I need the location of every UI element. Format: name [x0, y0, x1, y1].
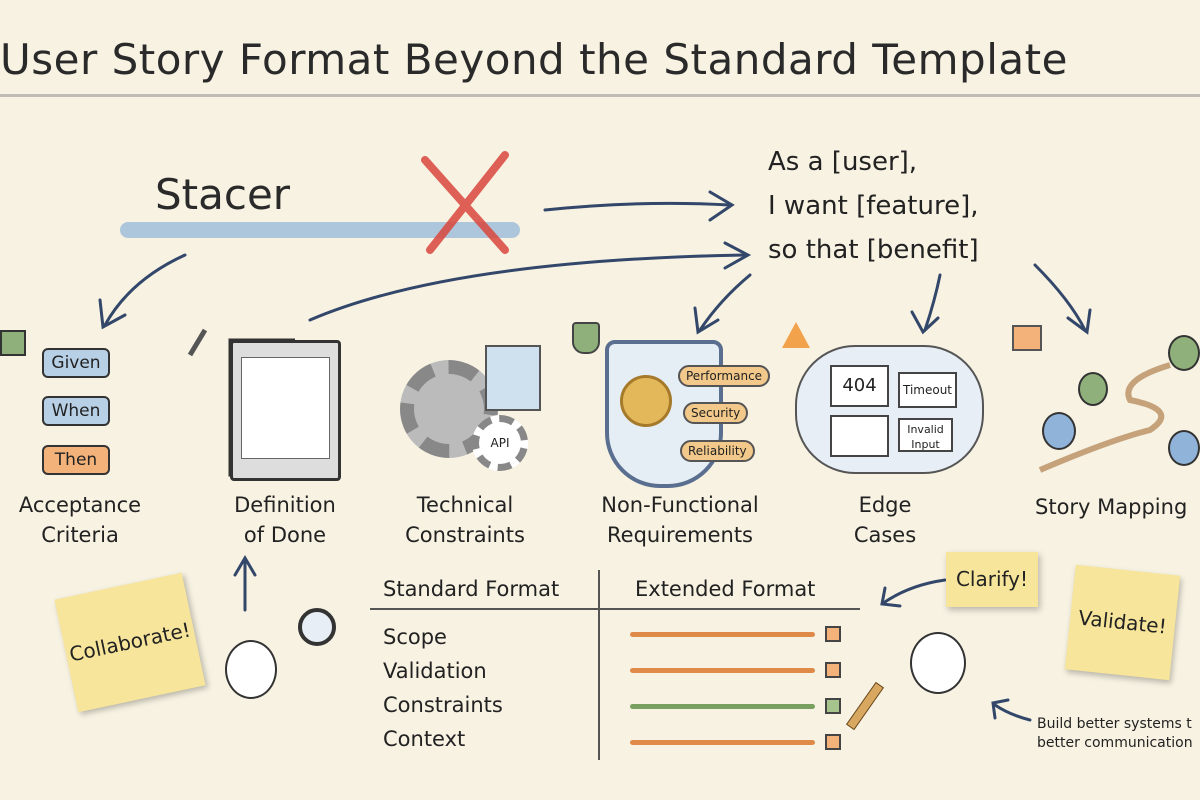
- concept-label-acceptance-criteria: Acceptance Criteria: [0, 490, 160, 550]
- checkbox-icon: [825, 662, 841, 678]
- template-line: As a [user],: [768, 147, 918, 177]
- small-shield-icon: [572, 322, 600, 354]
- concept-label-technical-constraints: Technical Constraints: [380, 490, 550, 550]
- person-with-pencil-icon: [910, 632, 966, 694]
- map-book-icon: [1012, 325, 1042, 351]
- title-underline: [0, 94, 1200, 97]
- concept-label-edge-cases: Edge Cases: [800, 490, 970, 550]
- checkbox-icon: [825, 698, 841, 714]
- table-column-divider: [598, 570, 600, 760]
- caption-line: better communication: [1037, 735, 1193, 751]
- template-line: so that [benefit]: [768, 235, 979, 265]
- tag-performance: Performance: [678, 365, 771, 387]
- table-header-extended: Extended Format: [635, 577, 816, 601]
- extended-bar-validation: [630, 668, 815, 673]
- tag-reliability: Reliability: [680, 440, 755, 462]
- table-row: Validation: [383, 659, 487, 683]
- window-form: [830, 415, 889, 457]
- red-x-icon: [421, 151, 509, 254]
- highlight-stroke: [120, 222, 520, 238]
- label-line: Definition: [234, 493, 336, 517]
- checkbox-icon: [825, 734, 841, 750]
- table-row: Context: [383, 727, 466, 751]
- person-with-magnifier-icon: [225, 640, 277, 699]
- window-404: 404: [830, 365, 889, 407]
- person-icon: [1042, 412, 1076, 450]
- label-line: Criteria: [41, 523, 119, 547]
- label-line: of Done: [243, 523, 327, 547]
- label-line: Acceptance: [18, 493, 142, 517]
- template-line: I want [feature],: [768, 191, 979, 221]
- window-invalid-input: Invalid Input: [898, 418, 953, 452]
- table-header-divider: [370, 608, 860, 610]
- spec-document-icon: [485, 345, 541, 411]
- label-line: Edge: [858, 493, 912, 517]
- story-path-icon: [1038, 362, 1171, 473]
- extended-bar-scope: [630, 632, 815, 637]
- table-row: Constraints: [383, 693, 503, 717]
- caption-line: Build better systems t: [1037, 716, 1192, 732]
- extended-bar-context: [630, 740, 815, 745]
- label-line: Cases: [853, 523, 917, 547]
- person-icon: [1078, 372, 1108, 406]
- checkbox-icon: [0, 330, 26, 356]
- person-icon: [1168, 430, 1200, 466]
- badge-icon: [620, 375, 672, 427]
- concept-label-definition-of-done: Definition of Done: [205, 490, 365, 550]
- table-row: Scope: [383, 625, 447, 649]
- table-header-standard: Standard Format: [383, 577, 560, 601]
- extended-bar-constraints: [630, 704, 815, 709]
- cloud-icon: [795, 345, 984, 474]
- crossed-out-word: Stacer: [155, 170, 291, 219]
- label-line: Constraints: [405, 523, 525, 547]
- warning-icon: [782, 322, 810, 348]
- caption: Build better systems t better communicat…: [1037, 715, 1193, 753]
- flow-then: Then: [42, 445, 110, 475]
- api-gear-icon: API: [472, 415, 528, 471]
- page-title: User Story Format Beyond the Standard Te…: [0, 35, 1068, 84]
- flow-given: Given: [42, 348, 110, 378]
- sticky-note-validate: Validate!: [1064, 564, 1181, 681]
- concept-label-story-mapping: Story Mapping: [1035, 495, 1188, 519]
- person-icon: [1168, 335, 1200, 371]
- tag-security: Security: [683, 402, 749, 424]
- window-timeout: Timeout: [898, 372, 957, 408]
- label-line: Requirements: [607, 523, 753, 547]
- sticky-note-clarify: Clarify!: [946, 552, 1038, 607]
- magnifying-glass-icon: [298, 608, 336, 646]
- table-rows: Scope Validation Constraints Context: [383, 620, 503, 756]
- flow-when: When: [42, 396, 110, 426]
- label-line: Technical: [416, 493, 514, 517]
- concept-label-non-functional-requirements: Non-Functional Requirements: [580, 490, 780, 550]
- clipboard-icon: [230, 340, 341, 481]
- checkbox-icon: [825, 626, 841, 642]
- label-line: Non-Functional: [601, 493, 759, 517]
- standard-template-text: As a [user], I want [feature], so that […: [768, 140, 979, 272]
